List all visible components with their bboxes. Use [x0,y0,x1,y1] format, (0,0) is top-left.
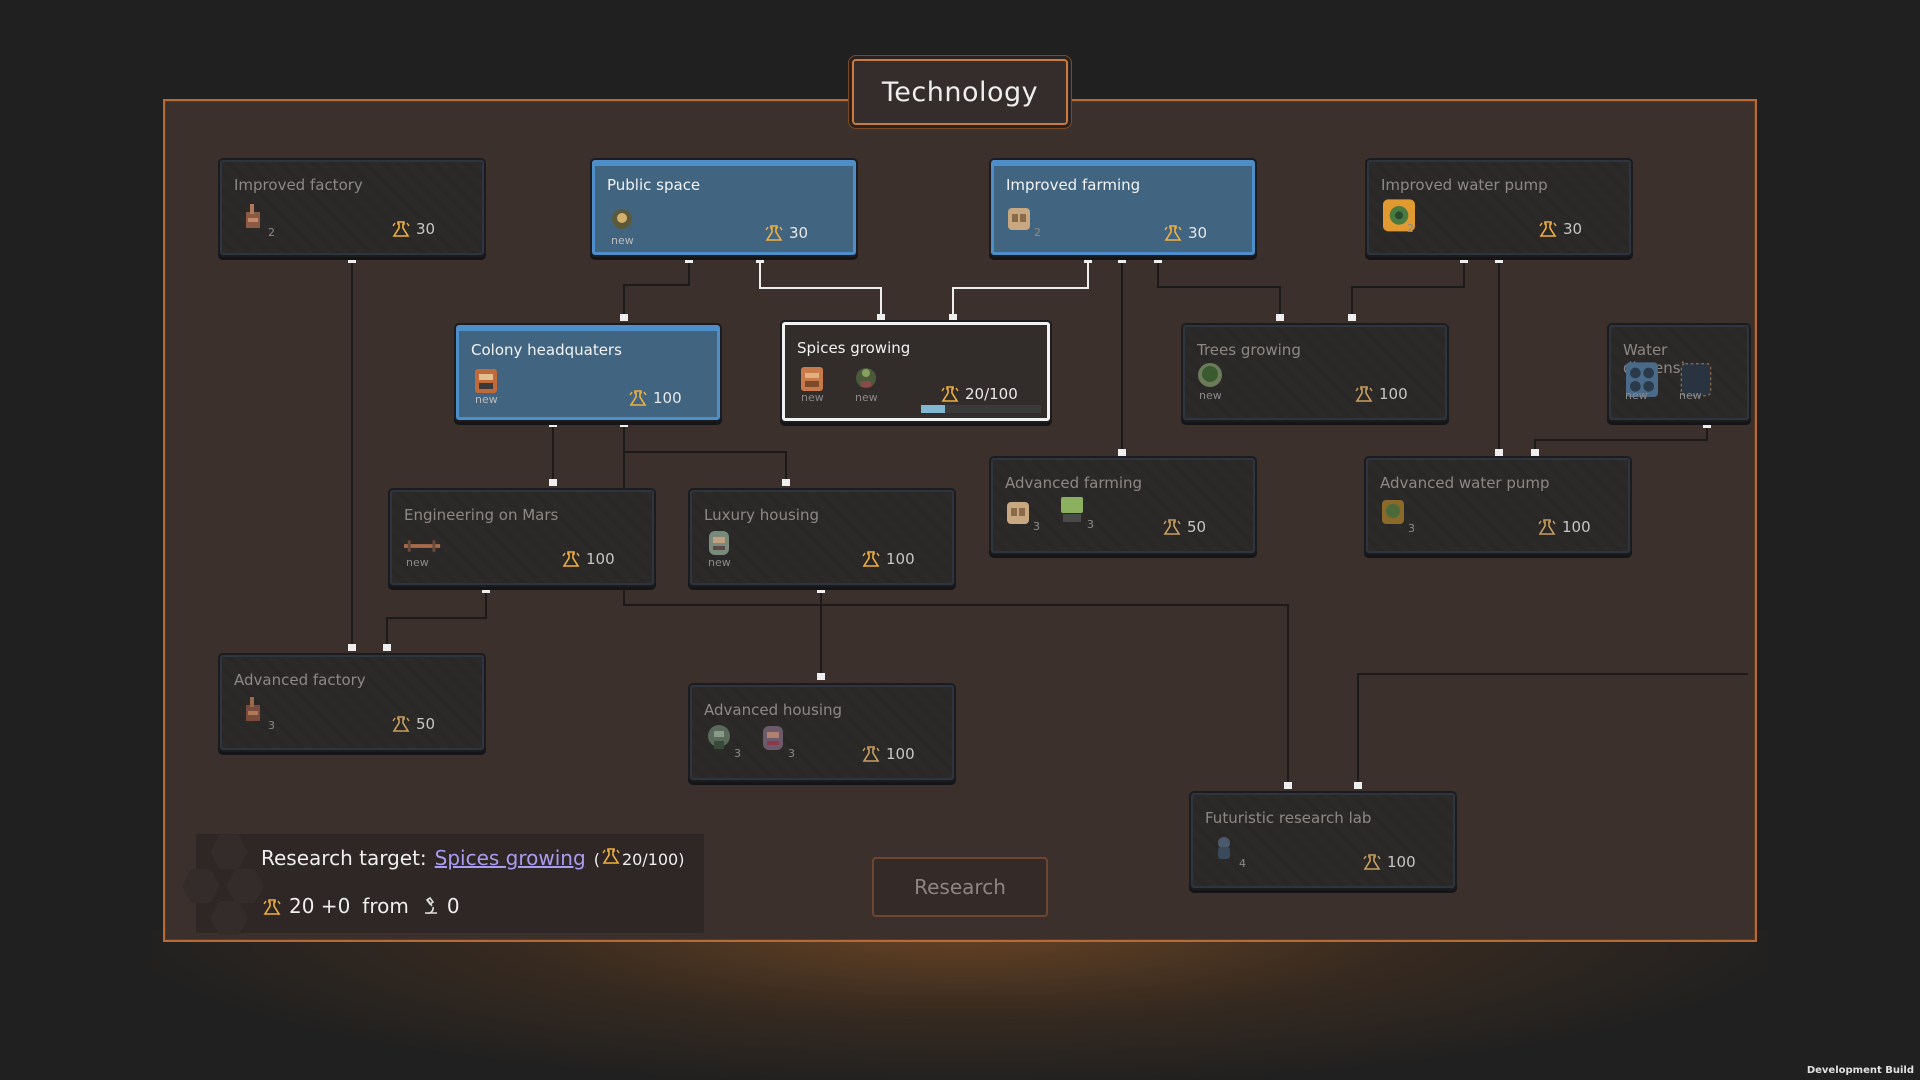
tech-node-advanced-water-pump[interactable]: Advanced water pump 3 100 [1366,458,1630,553]
research-target-row: Research target: Spices growing (20/100) [261,846,684,870]
tech-node-cost: 50 [1161,518,1206,536]
tech-node-cost: 100 [860,550,915,568]
scientist-count: 0 [446,894,460,918]
research-rate-row: 20 +0 from 0 [261,894,460,918]
tech-node-cost: 100 [627,389,682,407]
tech-node-name: Advanced housing [704,701,843,719]
spice-plant-icon: new [853,363,881,404]
tech-node-name: Advanced water pump [1380,474,1550,492]
tech-node-cost: 100 [860,745,915,763]
floor-glow [150,930,1770,1080]
water-pump-icon: 2 [1379,198,1415,235]
tech-node-name: Improved farming [1006,176,1141,194]
tech-node-cost: 30 [1537,220,1582,238]
research-progress-bar [921,405,1041,413]
tech-node-cost: 100 [1536,518,1591,536]
hex-decoration [210,901,248,935]
farm-icon: 3 [1005,496,1040,533]
tech-node-name: Improved factory [234,176,363,194]
research-target-panel: Research target: Spices growing (20/100)… [182,834,704,935]
tech-node-cost: 100 [1353,385,1408,403]
hex-decoration [226,869,264,903]
tech-node-colony-headquaters[interactable]: Colony headquaters new 100 [456,325,720,420]
research-flask-icon [261,897,283,915]
tech-node-spices-growing[interactable]: Spices growing new new 20/100 [782,322,1050,421]
factory-icon: 3 [240,695,275,732]
research-flask-icon [390,715,412,733]
tech-node-name: Spices growing [797,339,911,357]
tech-node-improved-water-pump[interactable]: Improved water pump 2 30 [1367,160,1631,255]
tech-node-name: Advanced farming [1005,474,1143,492]
research-target-label: Research target: [261,846,427,870]
research-flask-icon [860,745,882,763]
research-flask-icon [627,389,649,407]
water-tank-icon: new [1677,361,1712,402]
research-from-label: from [362,894,409,918]
research-lab-icon: 4 [1211,833,1246,870]
tech-node-trees-growing[interactable]: Trees growing new 100 [1183,325,1447,420]
tech-node-name: Public space [607,176,701,194]
spice-farm-icon: new [799,363,827,404]
dev-build-label: Development Build [1806,1065,1914,1076]
tech-node-advanced-factory[interactable]: Advanced factory 3 50 [220,655,484,750]
research-button[interactable]: Research [872,857,1048,917]
tech-node-name: Futuristic research lab [1205,809,1372,827]
tech-node-futuristic-research-lab[interactable]: Futuristic research lab 4 100 [1191,793,1455,888]
research-flask-icon [1361,853,1383,871]
research-flask-icon [763,224,785,242]
tech-node-name: Advanced factory [234,671,366,689]
tech-node-name: Luxury housing [704,506,819,524]
factory-icon: 2 [240,202,275,239]
research-flask-icon [390,220,412,238]
tech-node-name: Improved water pump [1381,176,1548,194]
research-target-link[interactable]: Spices growing [434,846,586,870]
tech-node-luxury-housing[interactable]: Luxury housing new 100 [690,490,954,585]
research-flask-icon [600,847,622,865]
tech-node-advanced-farming[interactable]: Advanced farming 3 3 50 [991,458,1255,553]
tech-node-cost: 30 [763,224,808,242]
hex-decoration [210,835,248,869]
tech-node-improved-factory[interactable]: Improved factory 2 30 [220,160,484,255]
tech-node-cost: 20/100 [939,385,1018,403]
research-flask-icon [860,550,882,568]
research-flask-icon [1536,518,1558,536]
tech-node-advanced-housing[interactable]: Advanced housing 3 3 100 [690,685,954,780]
water-pump-icon: 3 [1380,498,1415,535]
research-flask-icon [1353,385,1375,403]
tech-node-name: Engineering on Mars [404,506,559,524]
house-icon-2: 3 [760,723,795,760]
research-flask-icon [560,550,582,568]
tech-node-name: Trees growing [1197,341,1301,359]
water-dispenser-icon: new [1623,361,1658,402]
bridge-icon: new [404,538,444,574]
tech-node-cost: 100 [560,550,615,568]
research-flask-icon [939,385,961,403]
tech-node-public-space[interactable]: Public space new 30 [592,160,856,255]
tech-node-cost: 30 [390,220,435,238]
research-flask-icon [1537,220,1559,238]
headquarters-icon: new [473,365,501,406]
research-flask-icon [1162,224,1184,242]
research-target-progress: (20/100) [594,847,684,869]
tech-node-cost: 30 [1162,224,1207,242]
tech-node-cost: 100 [1361,853,1416,871]
page-title: Technology [881,76,1039,108]
house-icon: 3 [706,723,741,760]
greenhouse-icon: 3 [1059,494,1094,531]
tech-node-water-dispensing[interactable]: Water dispensing new new [1609,325,1749,420]
luxury-house-icon: new [706,528,734,569]
tech-node-name: Colony headquaters [471,341,622,359]
research-rate: 20 +0 [289,894,351,918]
research-flask-icon [1161,518,1183,536]
microscope-icon [421,896,441,916]
hex-decoration [182,869,220,903]
statue-icon: new [609,206,637,247]
tech-node-cost: 50 [390,715,435,733]
tech-node-improved-farming[interactable]: Improved farming 2 30 [991,160,1255,255]
tree-icon: new [1197,361,1225,402]
farm-icon: 2 [1006,202,1041,239]
technology-title-box: Technology [852,59,1068,125]
tech-node-engineering-on-mars[interactable]: Engineering on Mars new 100 [390,490,654,585]
